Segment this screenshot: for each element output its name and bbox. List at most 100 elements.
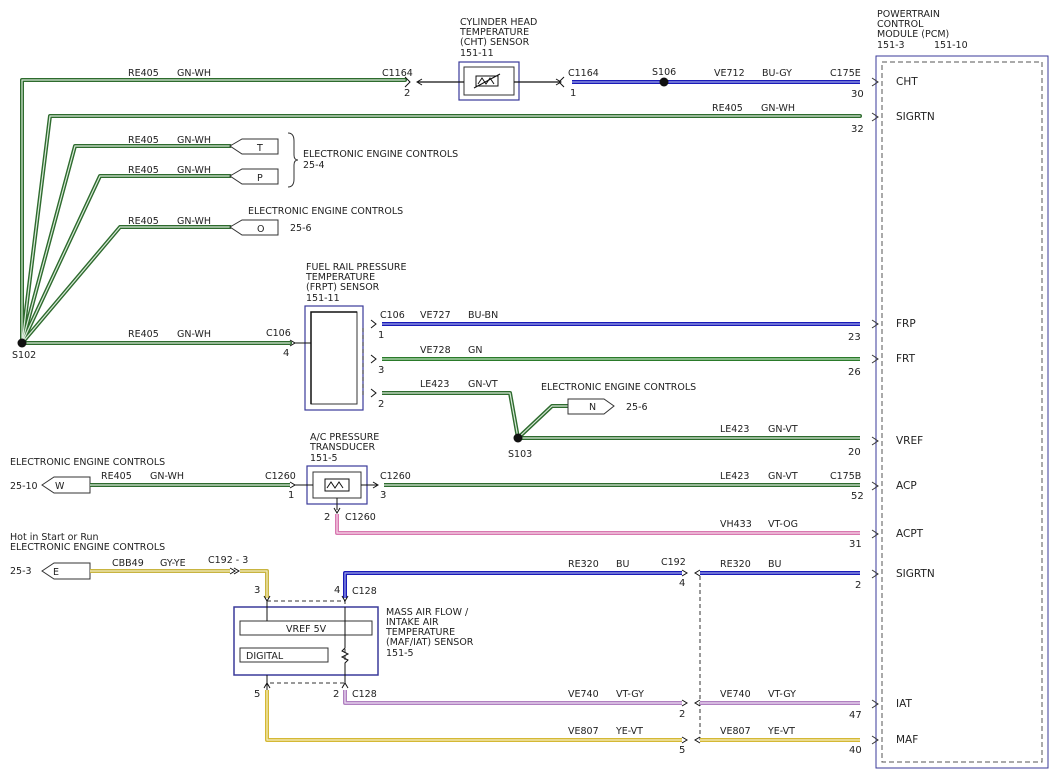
- cht-conn-right: C1164: [568, 68, 599, 79]
- tag-w-shape: [41, 476, 91, 494]
- cht-pin-left: 2: [404, 88, 410, 99]
- maf-color-r: YE-VT: [767, 726, 795, 737]
- frp-circuit: VE727: [420, 310, 451, 321]
- eec-label-256: ELECTRONIC ENGINE CONTROLS: [248, 206, 403, 217]
- maf-circuit-r: VE807: [720, 726, 751, 737]
- cht-ref: 151-11: [460, 48, 494, 59]
- pcm-pin-num: 31: [849, 539, 862, 550]
- acp-pcm-conn: C175B: [830, 471, 861, 482]
- pcm-title-1: POWERTRAIN: [877, 9, 940, 20]
- c192-pin-4: 4: [679, 578, 685, 589]
- eec-ref-254: 25-4: [303, 160, 325, 171]
- pcm-input-arrows: [871, 77, 879, 745]
- s103-label: S103: [508, 449, 532, 460]
- acpt-circuit: VH433: [720, 519, 752, 530]
- s106-label: S106: [652, 67, 676, 78]
- re405-circuit: RE405: [128, 216, 159, 227]
- maf-color-l: YE-VT: [615, 726, 643, 737]
- cht-wire-ve712: [572, 77, 860, 87]
- acp-title-2: TRANSDUCER: [309, 442, 376, 453]
- cht-title-1: CYLINDER HEAD: [460, 17, 537, 28]
- frt-circuit: VE728: [420, 345, 451, 356]
- maf-sensor: VREF 5V DIGITAL: [233, 600, 379, 690]
- acp-ref: 151-5: [310, 453, 338, 464]
- re405-circuit: RE405: [712, 103, 743, 114]
- re405-color: GN-WH: [177, 135, 211, 146]
- cht-pin-right: 1: [570, 88, 576, 99]
- iat-color-l: VT-GY: [616, 689, 644, 700]
- eec-ref-n: 25-6: [626, 402, 648, 413]
- maf-title-3: TEMPERATURE: [385, 627, 455, 638]
- pcm-pin-num: 20: [848, 447, 861, 458]
- iat-color-r: VT-GY: [768, 689, 796, 700]
- eec-label-n: ELECTRONIC ENGINE CONTROLS: [541, 382, 696, 393]
- acp-transducer: A/C PRESSURE TRANSDUCER 151-5: [306, 432, 379, 505]
- eec-label-e: ELECTRONIC ENGINE CONTROLS: [10, 542, 165, 553]
- maf-wire: [265, 690, 860, 742]
- frpt-pin-2: 2: [378, 399, 384, 410]
- re405-labels: RE405 GN-WH RE405 GN-WH RE405 GN-WH RE40…: [128, 68, 795, 340]
- le423-wire-frpt: [382, 391, 860, 440]
- pcm-pin-acpt: ACPT: [896, 528, 924, 540]
- eec-ref-w: 25-10: [10, 481, 38, 492]
- re405-color: GN-WH: [177, 216, 211, 227]
- c192-pin-5: 5: [679, 745, 685, 756]
- pcm-pin-frt: FRT: [896, 353, 916, 365]
- acp-color: GN-VT: [768, 471, 798, 482]
- re405-circuit: RE405: [101, 471, 132, 482]
- tag-o-shape: [229, 219, 279, 236]
- eec-tags-top: [229, 138, 279, 236]
- cht-pcm-conn: C175E: [830, 68, 861, 79]
- frpt-ref: 151-11: [306, 293, 340, 304]
- tag-p-shape: [229, 168, 279, 185]
- maf-pin-5: 5: [254, 689, 260, 700]
- pcm-pin-cht: CHT: [896, 76, 918, 88]
- cht-conn-left: C1164: [382, 68, 413, 79]
- s106-splice-dot: [659, 77, 669, 87]
- maf-title-4: (MAF/IAT) SENSOR: [386, 637, 474, 648]
- re320-color-r: BU: [768, 559, 782, 570]
- iat-circuit-l: VE740: [568, 689, 599, 700]
- re320-circuit-r: RE320: [720, 559, 751, 570]
- tag-e-label: E: [53, 567, 59, 578]
- s102-label: S102: [12, 350, 36, 361]
- cht-sensor: CYLINDER HEAD TEMPERATURE (CHT) SENSOR 1…: [458, 17, 537, 101]
- maf-c128-bottom: C128: [352, 689, 377, 700]
- re405-circuit: RE405: [128, 329, 159, 340]
- digital-block: [239, 647, 329, 663]
- pcm-pin-num: 2: [855, 580, 861, 591]
- re405-circuit: RE405: [128, 68, 159, 79]
- pcm-pin-num: 32: [851, 124, 864, 135]
- vref-block: [239, 620, 373, 636]
- tag-n-shape: [567, 398, 615, 415]
- pcm-ref-2: 151-10: [934, 40, 968, 51]
- re405-color: GN-WH: [177, 329, 211, 340]
- pcm-pin-frp: FRP: [896, 318, 916, 330]
- frpt-pin-4: 4: [283, 348, 289, 359]
- maf-digital: DIGITAL: [246, 651, 284, 662]
- pcm-pin-maf: MAF: [896, 734, 918, 746]
- acp-pin-2: 2: [324, 512, 330, 523]
- cbb49-drop: [240, 569, 269, 598]
- acp-conn-bottom: C1260: [345, 512, 376, 523]
- cht-title-3: (CHT) SENSOR: [460, 37, 530, 48]
- pcm-pin-vref: VREF: [896, 435, 923, 447]
- maf-pin-3: 3: [254, 585, 260, 596]
- eec-label-w: ELECTRONIC ENGINE CONTROLS: [10, 457, 165, 468]
- pcm-pin-num: 40: [849, 745, 862, 756]
- c192-pin-2: 2: [679, 709, 685, 720]
- acp-pin-1: 1: [288, 490, 294, 501]
- tag-n-label: N: [589, 402, 596, 413]
- c192-3-label: C192 - 3: [208, 555, 248, 566]
- eec-ref-e: 25-3: [10, 566, 32, 577]
- maf-pin-4: 4: [334, 585, 340, 596]
- acpt-wire: [335, 514, 860, 535]
- cht-circuit: VE712: [714, 68, 745, 79]
- tag-e-shape: [41, 562, 91, 580]
- eec-label-254: ELECTRONIC ENGINE CONTROLS: [303, 149, 458, 160]
- frpt-title-2: TEMPERATURE: [305, 272, 375, 283]
- vref-color: GN-VT: [768, 424, 798, 435]
- re320-color-l: BU: [616, 559, 630, 570]
- pcm-ref-1: 151-3: [877, 40, 905, 51]
